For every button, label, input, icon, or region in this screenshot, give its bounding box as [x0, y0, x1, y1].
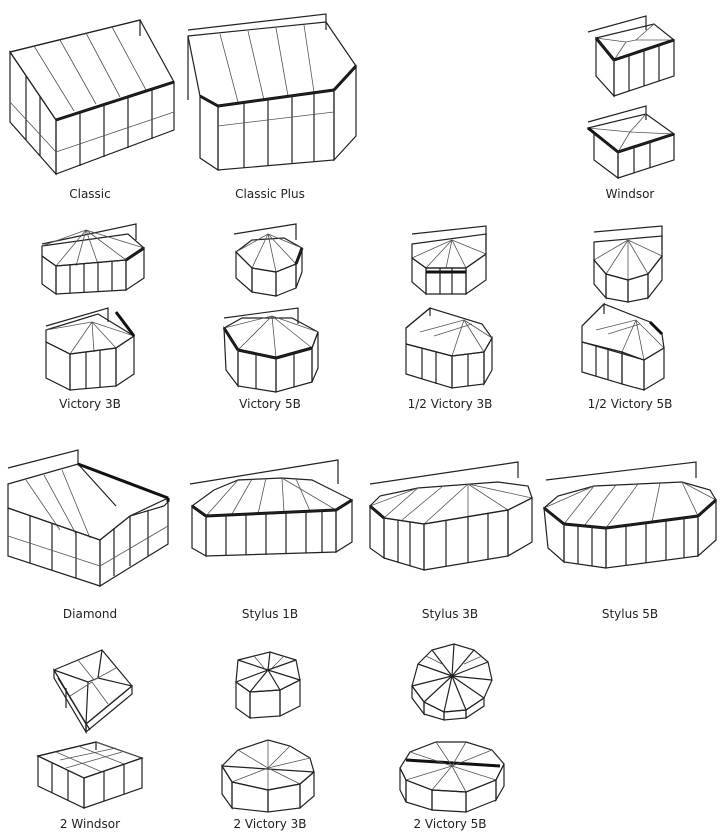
caption-half-victory-3b: 1/2 Victory 3B: [407, 397, 493, 411]
caption-stylus-5b: Stylus 5B: [601, 607, 659, 621]
hipped-5-bay-conservatory-icon[interactable]: [542, 458, 720, 572]
caption-half-victory-5b: 1/2 Victory 5B: [587, 397, 673, 411]
caption-diamond: Diamond: [62, 607, 118, 621]
caption-victory-5b: Victory 5B: [239, 397, 301, 411]
caption-victory-3b: Victory 3B: [59, 397, 121, 411]
lean-to-bay-conservatory-icon[interactable]: [184, 10, 360, 178]
caption-2-victory-3b: 2 Victory 3B: [233, 817, 307, 831]
double-victorian-5-bay-conservatory-icon[interactable]: [396, 640, 506, 814]
caption-stylus-1b: Stylus 1B: [241, 607, 299, 621]
half-victorian-5-bay-conservatory-icon[interactable]: [580, 222, 672, 394]
lean-to-conservatory-icon[interactable]: [4, 12, 176, 177]
gable-conservatory-icon[interactable]: [4, 446, 174, 592]
hipped-square-conservatory-icon[interactable]: [584, 10, 680, 180]
caption-classic-plus: Classic Plus: [235, 187, 305, 201]
victorian-5-bay-conservatory-icon[interactable]: [222, 220, 322, 394]
caption-stylus-3b: Stylus 3B: [421, 607, 479, 621]
double-windsor-conservatory-icon[interactable]: [36, 638, 146, 818]
caption-2-victory-5b: 2 Victory 5B: [413, 817, 487, 831]
caption-windsor: Windsor: [605, 187, 655, 201]
half-victorian-3-bay-conservatory-icon[interactable]: [402, 224, 498, 392]
hipped-3-bay-conservatory-icon[interactable]: [368, 458, 540, 574]
double-victorian-3-bay-conservatory-icon[interactable]: [218, 648, 318, 814]
hipped-1-bay-conservatory-icon[interactable]: [186, 456, 358, 586]
caption-2-windsor: 2 Windsor: [59, 817, 121, 831]
caption-classic: Classic: [69, 187, 111, 201]
victorian-3-bay-conservatory-icon[interactable]: [36, 218, 152, 394]
